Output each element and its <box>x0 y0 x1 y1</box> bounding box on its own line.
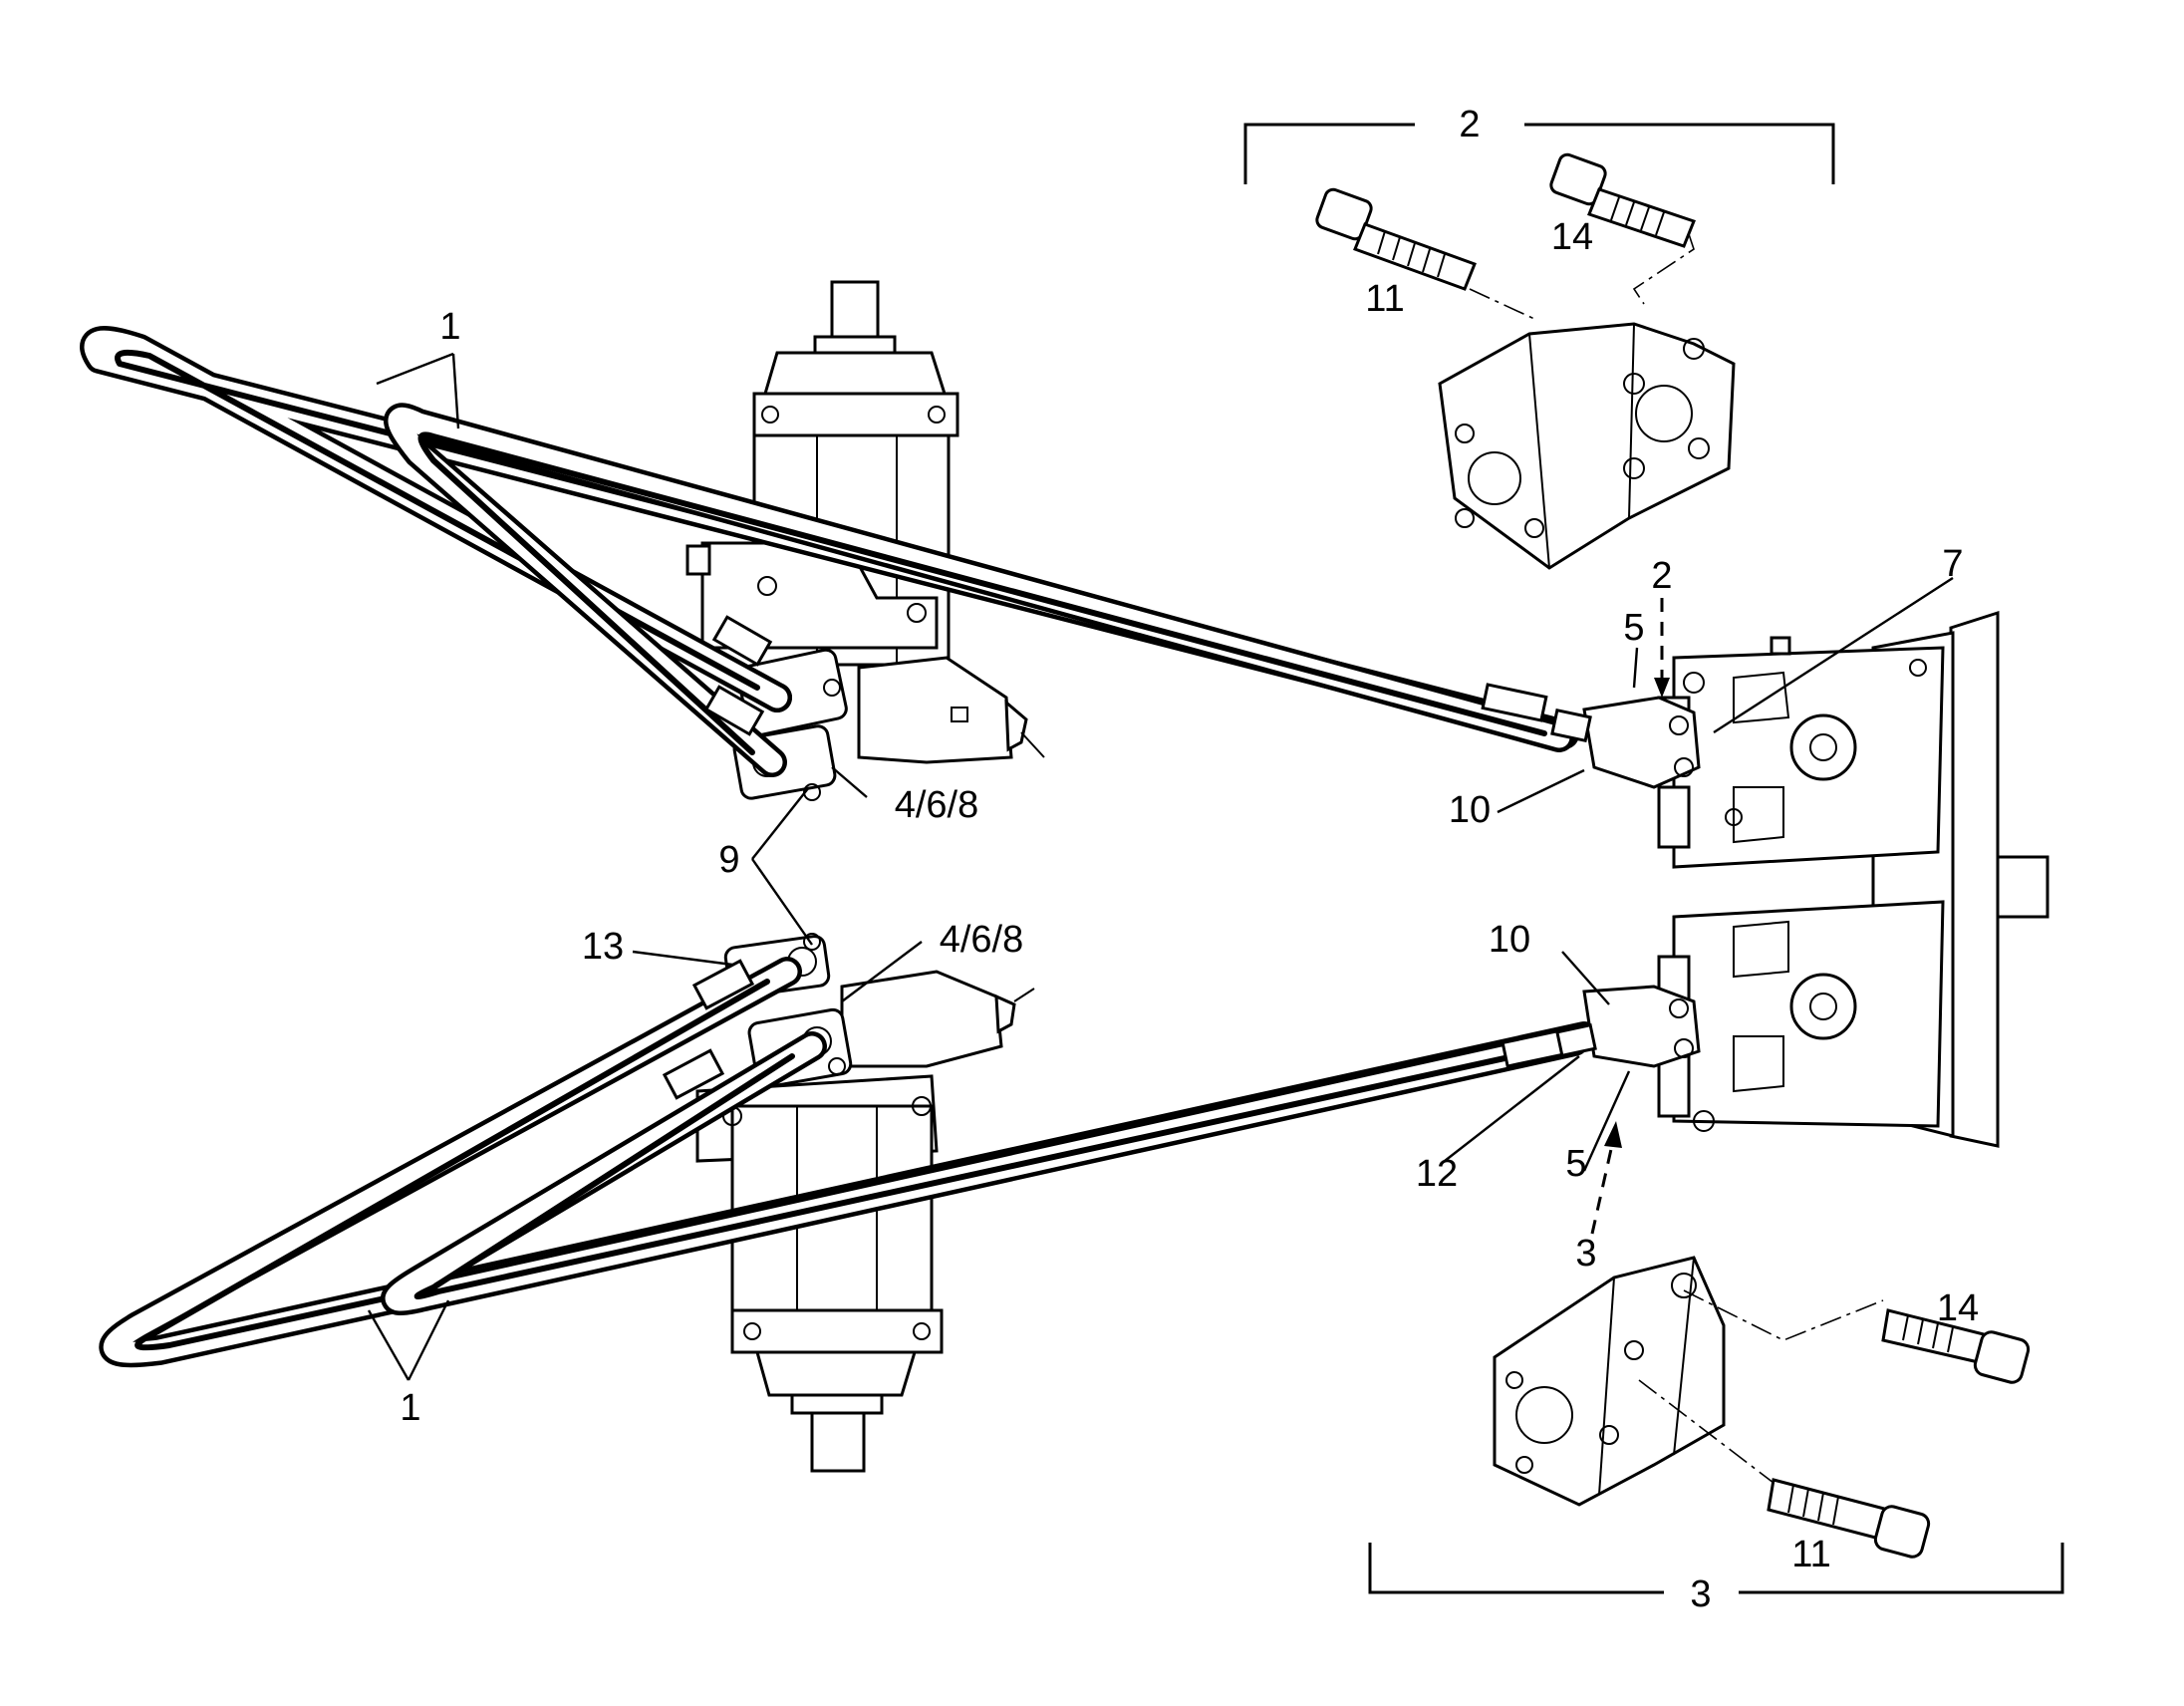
hose-top-outer <box>80 326 1579 749</box>
pump-upper <box>1657 636 1945 869</box>
label-item-5-top: 5 <box>1623 607 1644 649</box>
label-item-12: 12 <box>1416 1153 1458 1195</box>
arrow-kit-2 <box>1654 598 1670 698</box>
label-hose-bottom: 1 <box>400 1387 420 1429</box>
label-item-10-top: 10 <box>1449 789 1491 831</box>
label-kit-3: 3 <box>1690 1573 1711 1615</box>
bolt-11-bottom <box>1767 1478 1931 1559</box>
elbow-block-kit-2 <box>1438 322 1736 570</box>
bolt-14-bottom <box>1881 1308 2031 1384</box>
callout-labels: 1 1 2 2 3 3 14 11 14 11 5 5 7 10 10 12 1… <box>400 104 1979 1615</box>
label-item-468-bottom: 4/6/8 <box>940 919 1024 961</box>
label-item-13: 13 <box>582 926 624 968</box>
label-item-5-bottom: 5 <box>1565 1143 1586 1185</box>
label-kit-2-ref: 2 <box>1651 555 1672 597</box>
elbow-block-kit-3 <box>1493 1256 1726 1507</box>
center-unit-top <box>685 280 959 667</box>
valve-block-top <box>857 656 1045 764</box>
label-item-468-top: 4/6/8 <box>895 784 979 826</box>
hose-top-inner <box>384 403 1574 777</box>
center-unit-bottom <box>695 1074 944 1473</box>
label-bolt-11-top: 11 <box>1365 278 1404 320</box>
arrow-kit-3 <box>1590 1121 1622 1235</box>
label-item-10-bottom: 10 <box>1489 919 1530 961</box>
kit-3-bracket <box>1368 1543 2064 1594</box>
hose-sleeves <box>662 615 1568 1100</box>
bolt-14-top-axis <box>1632 233 1695 305</box>
bolt-14-top <box>1549 152 1696 248</box>
elbow-fitting-bottom <box>1555 985 1701 1068</box>
label-bolt-14-top: 14 <box>1551 216 1593 258</box>
pump-lower <box>1657 900 1945 1132</box>
valve-block-bottom <box>840 970 1035 1068</box>
hose-bottom-outer <box>99 957 1599 1368</box>
kit-2-bracket <box>1243 123 1835 184</box>
label-item-7: 7 <box>1942 543 1963 585</box>
label-bolt-14-bottom: 14 <box>1937 1287 1979 1329</box>
bolt-11-top-axis <box>1469 288 1535 320</box>
bolt-11-top <box>1315 187 1477 291</box>
hose-bottom-inner <box>381 1026 1589 1315</box>
label-item-9: 9 <box>718 839 739 881</box>
label-bolt-11-bottom: 11 <box>1791 1534 1830 1575</box>
label-hose-top: 1 <box>439 306 460 348</box>
leader-lines <box>367 352 1954 1381</box>
bolt-11-bottom-axis <box>1638 1379 1774 1484</box>
bolt-14-bottom-axis <box>1683 1289 1884 1341</box>
label-kit-2: 2 <box>1459 104 1480 145</box>
label-kit-3-ref: 3 <box>1575 1233 1596 1275</box>
elbow-fitting-top <box>1550 696 1701 789</box>
